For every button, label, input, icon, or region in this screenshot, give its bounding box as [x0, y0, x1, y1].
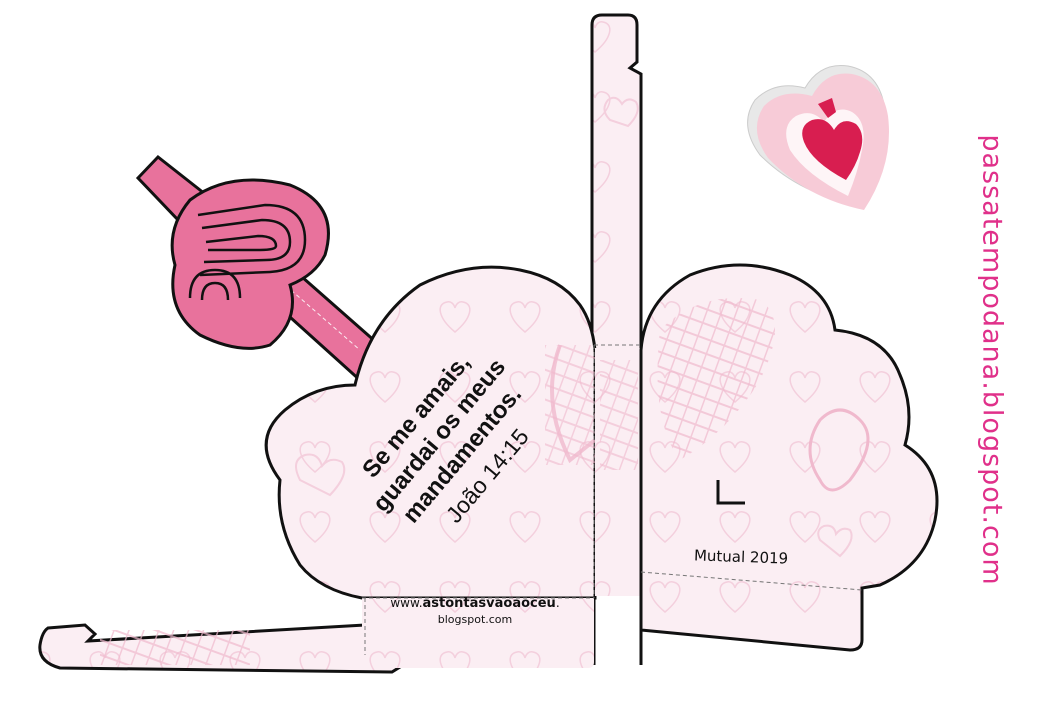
- blog-credit-line-1: www.astontasvaoaoceu.: [370, 596, 580, 611]
- bottom-left-strip: [38, 623, 411, 674]
- heart-box-illustration: [747, 64, 889, 210]
- right-cloud-card: [639, 263, 939, 652]
- blog-name: astontasvaoaoceu: [422, 596, 556, 611]
- blog-domain: blogspot.com: [437, 613, 513, 626]
- side-url-text: passatempodana.blogspot.com: [976, 134, 1008, 586]
- decorative-heart-outlines: [295, 96, 853, 558]
- center-fold-panel: [592, 344, 643, 665]
- blog-credit: www.astontasvaoaoceu. blogspot.com: [370, 596, 580, 626]
- top-tab-strip: [590, 13, 643, 352]
- bottom-tab: [362, 597, 594, 668]
- blog-dot: .: [555, 596, 560, 610]
- blog-prefix: www.: [390, 596, 423, 610]
- left-cloud-card: [264, 265, 597, 600]
- arrow-heart-head: [170, 178, 330, 350]
- signature-text: Mutual 2019: [693, 546, 789, 568]
